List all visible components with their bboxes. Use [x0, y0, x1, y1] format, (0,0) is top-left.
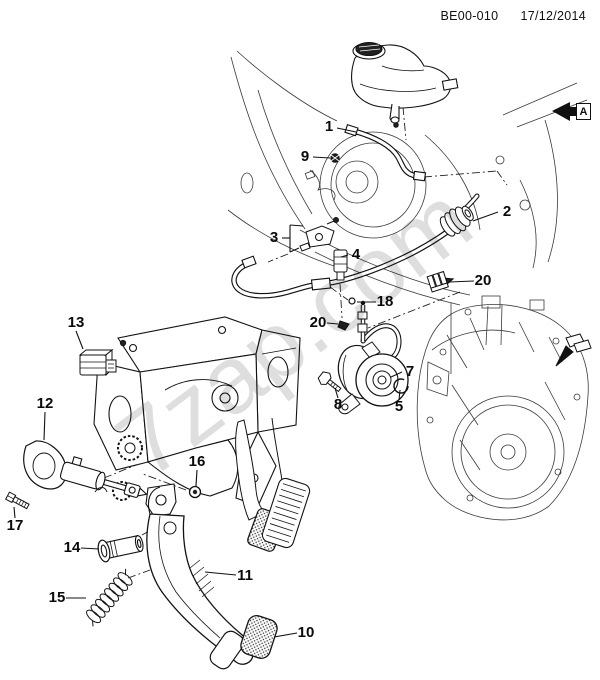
- snap-ring-5: [393, 378, 409, 394]
- pedal-pad-10: [240, 615, 278, 659]
- fluid-reservoir: [351, 41, 459, 128]
- callout-14: 14: [63, 538, 81, 556]
- callout-12: 12: [36, 394, 54, 412]
- pipe-clip-9: [330, 153, 340, 163]
- header: BE00-010 17/12/2014: [440, 9, 586, 23]
- callout-13: 13: [67, 313, 85, 331]
- callout-17: 17: [6, 516, 24, 534]
- callout-7: 7: [405, 362, 415, 380]
- bolt-17: [5, 491, 30, 510]
- drawing-date: 17/12/2014: [520, 9, 586, 23]
- supply-pipe: [344, 123, 427, 182]
- engine-bay-sketch: [227, 50, 588, 306]
- callout-15: 15: [48, 588, 66, 606]
- seal-ring-18: [348, 297, 356, 305]
- callout-5: 5: [394, 397, 404, 415]
- callout-1: 1: [324, 117, 334, 135]
- callout-8: 8: [333, 395, 343, 413]
- master-cylinder-12: [23, 440, 148, 498]
- callout-20a: 20: [474, 271, 492, 289]
- firewall-grommet: [439, 205, 474, 237]
- hose-bracket-3: [299, 217, 339, 252]
- callout-20b: 20: [309, 313, 327, 331]
- callout-11: 11: [237, 566, 253, 584]
- accelerator-pedal: [261, 417, 311, 549]
- bolt-8: [317, 371, 342, 393]
- callout-18: 18: [376, 292, 394, 310]
- bushing-16: [188, 485, 202, 499]
- pedal-bracket: [93, 316, 301, 517]
- return-spring-15: [86, 568, 133, 627]
- callout-10: 10: [297, 623, 315, 641]
- callout-9: 9: [300, 147, 310, 165]
- view-label-box: A: [576, 103, 591, 120]
- callout-leader-lines: [13, 127, 499, 638]
- callout-2: 2: [502, 202, 512, 220]
- pedal-switch-13: [78, 348, 117, 377]
- callout-16: 16: [188, 452, 206, 470]
- transmission-sketch: [416, 295, 589, 521]
- pipe-clip-20-left: [337, 320, 350, 331]
- callout-4: 4: [351, 245, 361, 263]
- direction-arrow-icon: [555, 333, 592, 367]
- view-direction-arrow-icon: [552, 102, 577, 121]
- callout-3: 3: [269, 228, 279, 246]
- drawing-code: BE00-010: [440, 9, 499, 23]
- pipe-clip-20-right: [426, 270, 455, 293]
- hose-connector-4: [333, 249, 348, 281]
- slave-cylinder: [337, 300, 409, 415]
- clutch-pedal: [146, 486, 254, 670]
- pivot-pin-14: [97, 535, 144, 563]
